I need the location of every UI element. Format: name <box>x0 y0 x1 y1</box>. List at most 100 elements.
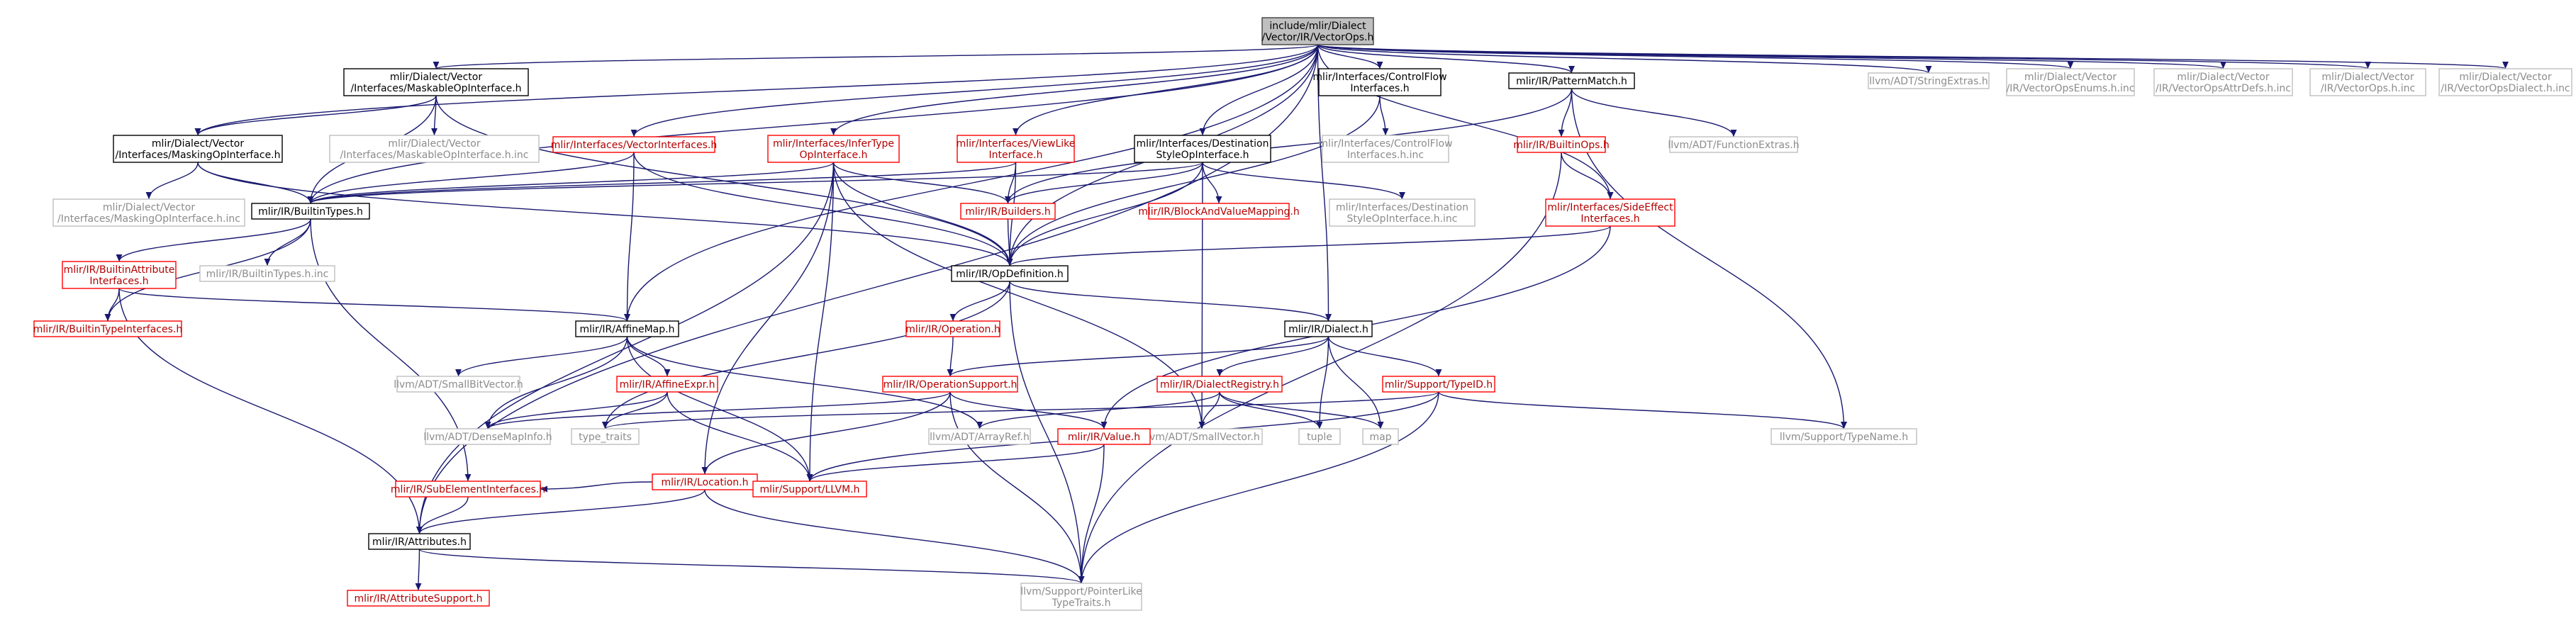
dependency-edge <box>1327 336 1442 377</box>
include-node: type_traits <box>571 428 640 445</box>
include-node[interactable]: mlir/IR/Location.h <box>652 473 758 490</box>
dependency-edge <box>455 336 628 377</box>
include-node[interactable]: mlir/IR/Operation.h <box>905 320 1000 337</box>
node-box <box>395 481 541 498</box>
include-node[interactable]: mlir/Support/TypeID.h <box>1382 376 1495 393</box>
dependency-edge <box>484 391 951 429</box>
node-label: mlir/IR/AffineMap.h <box>580 324 675 335</box>
include-node[interactable]: mlir/IR/AffineMap.h <box>575 320 679 337</box>
node-label: /IR/VectorOps.h.inc <box>2321 83 2415 94</box>
include-node[interactable]: mlir/IR/AffineExpr.h <box>616 376 718 393</box>
include-node[interactable]: mlir/IR/DialectRegistry.h <box>1156 376 1283 393</box>
dependency-edge <box>1379 95 1389 136</box>
dependency-edge <box>416 162 835 534</box>
dependency-edge <box>307 44 1319 204</box>
node-label: /Interfaces/MaskableOpInterface.h.inc <box>340 150 528 161</box>
include-node[interactable]: mlir/Dialect/Vector/Interfaces/MaskingOp… <box>113 135 283 163</box>
node-box <box>199 265 335 282</box>
dependency-edge <box>416 489 706 534</box>
include-node: llvm/ADT/FunctionExtras.h <box>1668 136 1800 153</box>
include-node[interactable]: mlir/Support/LLVM.h <box>752 481 867 498</box>
include-node[interactable]: mlir/IR/PatternMatch.h <box>1508 72 1635 89</box>
include-node[interactable]: mlir/IR/Builders.h <box>960 203 1056 220</box>
include-node[interactable]: mlir/IR/BuiltinOps.h <box>1513 136 1610 153</box>
dependency-edge <box>949 281 1010 322</box>
node-label: mlir/IR/SubElementInterfaces.h <box>391 484 545 495</box>
node-box <box>1868 72 1990 89</box>
node-label: Interfaces.h <box>89 276 148 287</box>
node-label: mlir/IR/Attributes.h <box>372 536 467 548</box>
node-label: Interface.h <box>988 150 1042 161</box>
dependency-edge <box>1316 336 1329 429</box>
dependency-edge <box>602 391 1439 429</box>
include-node[interactable]: mlir/IR/BlockAndValueMapping.h <box>1138 203 1300 220</box>
node-box <box>2309 68 2426 96</box>
node-box <box>1318 68 1442 96</box>
dependency-edge <box>264 218 311 266</box>
include-node: map <box>1362 428 1399 445</box>
include-node[interactable]: mlir/IR/Attributes.h <box>368 533 471 550</box>
include-node[interactable]: mlir/IR/AttributeSupport.h <box>347 590 490 607</box>
dependency-edge <box>1198 391 1220 429</box>
node-box <box>1329 198 1476 227</box>
node-label: type_traits <box>579 432 632 443</box>
include-node[interactable]: mlir/IR/OperationSupport.h <box>882 376 1018 393</box>
include-node[interactable]: mlir/Dialect/Vector/Interfaces/MaskableO… <box>343 68 529 96</box>
include-node[interactable]: mlir/Interfaces/DestinationStyleOpInterf… <box>1134 135 1271 163</box>
include-node: mlir/Dialect/Vector/IR/VectorOpsEnums.h.… <box>2006 68 2135 96</box>
include-node: mlir/Dialect/Vector/IR/VectorOpsAttrDefs… <box>2153 68 2293 96</box>
node-label: llvm/ADT/SmallBitVector.h <box>394 379 523 391</box>
dependency-edge <box>194 44 1319 136</box>
node-label: StyleOpInterface.h.inc <box>1347 213 1458 225</box>
include-node[interactable]: mlir/IR/Dialect.h <box>1284 320 1373 337</box>
dependency-edge <box>830 44 1319 136</box>
node-label: mlir/IR/AffineExpr.h <box>620 379 715 391</box>
node-label: mlir/Support/LLVM.h <box>760 484 860 495</box>
node-label: mlir/Interfaces/ControlFlow <box>1318 138 1452 150</box>
node-label: mlir/IR/BuiltinOps.h <box>1513 140 1610 151</box>
dependency-edge <box>806 162 835 482</box>
node-box <box>52 198 245 227</box>
dependency-edge <box>949 391 1085 584</box>
dependency-edge <box>1078 444 1105 584</box>
node-label: mlir/IR/BuiltinTypes.h.inc <box>206 269 329 280</box>
include-node: llvm/ADT/DenseMapInfo.h <box>423 428 552 445</box>
node-box <box>882 376 1018 393</box>
include-node: mlir/Dialect/Vector/Interfaces/MaskingOp… <box>52 198 245 227</box>
include-node[interactable]: mlir/IR/Value.h <box>1057 428 1151 445</box>
node-label: mlir/Dialect/Vector <box>2024 72 2117 83</box>
include-node: mlir/IR/BuiltinTypes.h.inc <box>199 265 335 282</box>
node-label: mlir/IR/BuiltinAttribute <box>64 264 175 276</box>
node-label: mlir/IR/BuiltinTypeInterfaces.h <box>33 324 182 335</box>
node-box <box>2153 68 2293 96</box>
node-label: mlir/IR/BuiltinTypes.h <box>258 206 363 218</box>
include-node[interactable]: mlir/IR/SubElementInterfaces.h <box>391 481 545 498</box>
node-box <box>347 590 490 607</box>
node-label: mlir/Interfaces/ViewLike <box>957 138 1076 150</box>
include-node[interactable]: mlir/Interfaces/VectorInterfaces.h <box>551 136 718 153</box>
dependency-edge <box>633 152 1013 266</box>
node-label: llvm/Support/TypeName.h <box>1780 432 1908 443</box>
node-box <box>951 265 1069 282</box>
dependency-edge <box>484 391 668 429</box>
dependency-edge <box>307 152 635 204</box>
dependency-edge <box>1216 336 1329 377</box>
node-box <box>616 376 718 393</box>
node-label: mlir/IR/Value.h <box>1068 432 1140 443</box>
dependency-edge <box>947 336 954 377</box>
dependency-edge <box>118 288 630 322</box>
include-node[interactable]: mlir/IR/BuiltinTypeInterfaces.h <box>33 320 182 337</box>
dependency-edge <box>976 391 1220 429</box>
include-node[interactable]: mlir/IR/OpDefinition.h <box>951 265 1069 282</box>
node-label: /Vector/IR/VectorOps.h <box>1262 32 1374 43</box>
dependency-edge <box>947 336 1329 377</box>
dependency-edge <box>307 162 835 204</box>
include-node[interactable]: mlir/IR/BuiltinTypes.h <box>251 203 370 220</box>
node-label: llvm/Support/PointerLike <box>1020 586 1142 597</box>
